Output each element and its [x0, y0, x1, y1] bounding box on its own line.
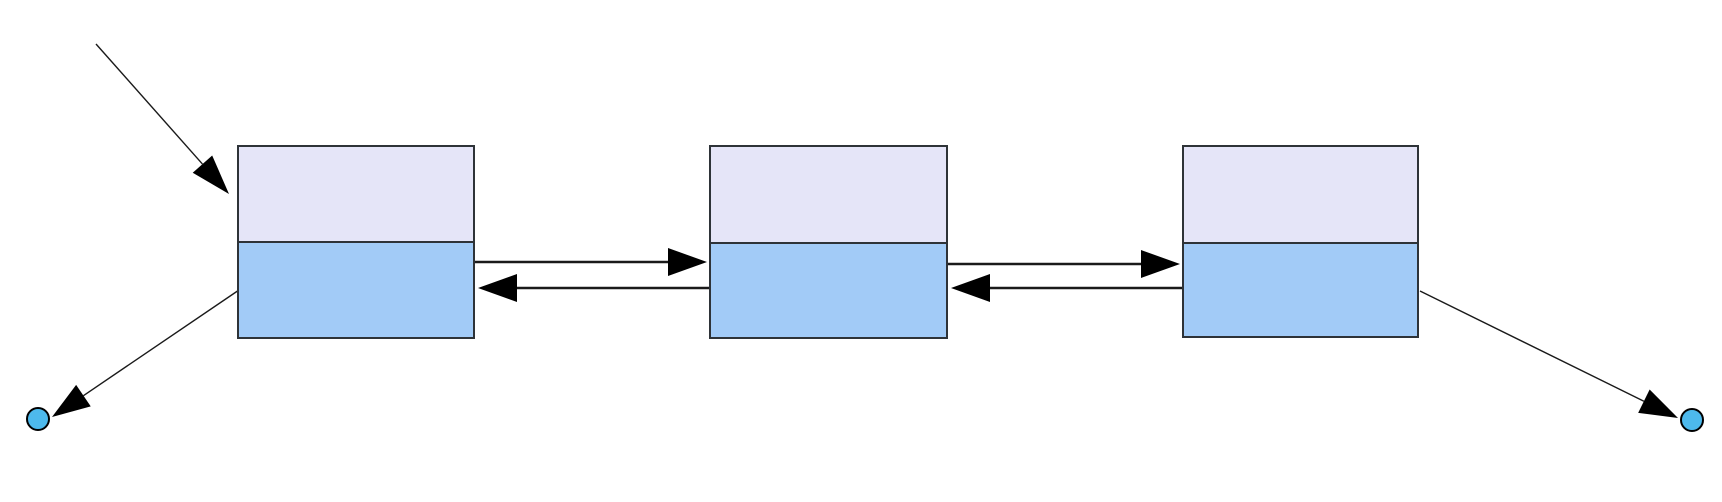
next-pointer-1-to-2-head-icon	[668, 248, 707, 276]
null-terminal-left	[26, 407, 50, 431]
head-pointer-arrow-head-icon	[192, 155, 229, 194]
node-2-data-field	[709, 145, 948, 244]
node-3-pointer-field	[1182, 242, 1419, 338]
prev-pointer-1-to-null-shaft	[83, 289, 240, 397]
next-pointer-3-to-null-shaft	[1419, 290, 1645, 402]
null-terminal-right	[1680, 408, 1704, 432]
node-3-data-field	[1182, 145, 1419, 244]
node-1-data-field	[237, 145, 475, 243]
node-1-pointer-field	[237, 241, 475, 339]
next-pointer-2-to-3-head-icon	[1141, 250, 1180, 278]
node-2-pointer-field	[709, 242, 948, 339]
prev-pointer-3-to-2-head-icon	[951, 274, 990, 302]
head-pointer-arrow-shaft	[95, 43, 203, 165]
next-pointer-3-to-null-head-icon	[1638, 389, 1678, 418]
prev-pointer-2-to-1-head-icon	[478, 274, 517, 302]
prev-pointer-1-to-null-head-icon	[52, 384, 91, 417]
